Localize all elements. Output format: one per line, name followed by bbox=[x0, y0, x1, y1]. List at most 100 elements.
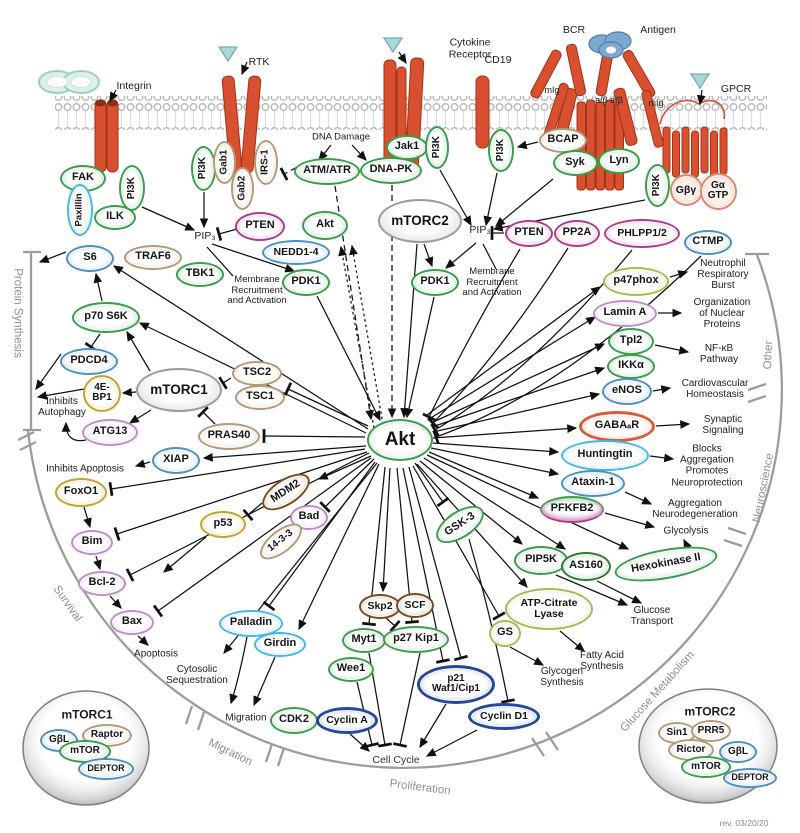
cytokine-receptor-label: Cytokine Receptor bbox=[448, 36, 492, 60]
mtorc1-mtor-label: mTOR bbox=[70, 744, 100, 756]
signal-arrow bbox=[419, 703, 447, 749]
paxillin-node: Paxillin bbox=[67, 184, 93, 236]
blocks-aggregation-label: Blocks Aggregation Promotes Neuroprotect… bbox=[671, 443, 743, 489]
arc-survival-label: Survival bbox=[50, 583, 85, 624]
g-beta-gamma-label: Gβγ bbox=[675, 183, 697, 196]
signal-arrow bbox=[211, 243, 296, 273]
skp2-label: Skp2 bbox=[367, 599, 393, 612]
cytokine-ligand-icon bbox=[382, 37, 404, 54]
inhibition-line bbox=[283, 382, 369, 427]
inhibition-line bbox=[385, 617, 401, 633]
mtorc2-rictor-label: Rictor bbox=[676, 743, 706, 755]
g-alpha-gtp-label: Gα GTP bbox=[707, 179, 729, 201]
mtorc2-node-node: mTORC2 bbox=[378, 199, 462, 243]
signal-arrow bbox=[655, 420, 691, 429]
scf-node: SCF bbox=[396, 592, 434, 618]
inhibition-line bbox=[422, 248, 521, 422]
fatty-acid-synthesis-label: Fatty Acid Synthesis bbox=[580, 649, 624, 672]
akt-membrane-node: Akt bbox=[302, 210, 348, 240]
signal-arrow bbox=[316, 295, 381, 422]
mtorc2-sin1-label: Sin1 bbox=[666, 726, 688, 738]
cd19-label: CD19 bbox=[484, 54, 512, 67]
palladin-label: Palladin bbox=[229, 616, 273, 629]
inhibition-line bbox=[262, 461, 376, 612]
mtorc2-mtor-label: mTOR bbox=[691, 760, 721, 772]
atp-citrate-lyase-label: ATP-Citrate Lyase bbox=[520, 597, 578, 620]
signal-arrow bbox=[419, 460, 523, 545]
pip3-right-label: PIP₃ bbox=[469, 224, 491, 237]
pdk1-right-label: PDK1 bbox=[420, 275, 450, 288]
signal-arrow bbox=[404, 296, 435, 419]
glycolysis-label: Glycolysis bbox=[663, 525, 709, 537]
antigen-label: Antigen bbox=[640, 24, 676, 37]
pfkfb2-label: PFKFB2 bbox=[550, 502, 594, 515]
signal-arrow bbox=[298, 463, 380, 631]
signal-arrow bbox=[317, 455, 372, 480]
lamin-a-label: Lamin A bbox=[603, 306, 647, 319]
bcap-label: BCAP bbox=[547, 133, 579, 146]
atm-atr-label: ATM/ATR bbox=[303, 164, 351, 177]
ctmp-label: CTMP bbox=[692, 235, 724, 248]
signal-arrow bbox=[61, 421, 87, 442]
pip3-left-label: PIP₃ bbox=[194, 230, 216, 243]
p21-node: p21 Waf1/Cip1 bbox=[417, 664, 495, 704]
signal-arrow bbox=[35, 353, 62, 391]
bax-label: Bax bbox=[121, 615, 143, 628]
signal-arrow bbox=[83, 506, 92, 529]
arc-proliferation-label: Proliferation bbox=[388, 777, 452, 798]
signal-arrow bbox=[109, 89, 119, 103]
inhibits-autophagy-label: Inhibits Autophagy bbox=[38, 395, 86, 418]
traf6-label: TRAF6 bbox=[135, 250, 171, 263]
inhibition-line bbox=[84, 333, 101, 353]
membrane-recruitment-right-label: Membrane Recruitment and Activation bbox=[462, 266, 522, 299]
enos-label: eNOS bbox=[612, 384, 642, 397]
myt1-label: Myt1 bbox=[351, 633, 377, 646]
integrin-cells-icon bbox=[38, 70, 100, 94]
cyclin-a-node: Cyclin A bbox=[316, 706, 378, 734]
syk-label: Syk bbox=[565, 156, 585, 169]
mtorc1-node-label: mTORC1 bbox=[150, 382, 208, 398]
xiap-label: XIAP bbox=[163, 453, 189, 466]
atg13-node: ATG13 bbox=[82, 418, 138, 446]
pten-left-node: PTEN bbox=[235, 211, 285, 241]
signal-arrow bbox=[431, 366, 606, 428]
pras40-node: PRAS40 bbox=[198, 422, 260, 450]
signal-arrow bbox=[109, 595, 122, 609]
gpcr-label: GPCR bbox=[720, 83, 752, 96]
p47phox-node: p47phox bbox=[603, 266, 669, 296]
ikka-label: IKKα bbox=[618, 359, 644, 372]
p53-label: p53 bbox=[213, 517, 233, 530]
pfkfb2-node: PFKFB2 bbox=[540, 495, 604, 523]
myt1-node: Myt1 bbox=[342, 627, 386, 653]
signal-arrow bbox=[93, 272, 103, 302]
gabaar-label: GABAₐR bbox=[594, 419, 640, 432]
huntingtin-label: Huntingtin bbox=[577, 448, 633, 461]
signal-arrow bbox=[202, 445, 367, 462]
cyclin-a-label: Cyclin A bbox=[326, 713, 368, 726]
pdcd4-node: PDCD4 bbox=[60, 347, 118, 375]
pi3k-gpcr-node: PI3K bbox=[644, 163, 670, 207]
signal-arrow bbox=[400, 243, 418, 419]
ataxin-1-node: Ataxin-1 bbox=[561, 469, 625, 497]
phlpp-label: PHLPP1/2 bbox=[617, 226, 667, 239]
arc-protein-synthesis-label: Protein Synthesis bbox=[11, 268, 24, 358]
signal-arrow bbox=[137, 635, 149, 646]
xiap-node: XIAP bbox=[152, 446, 200, 474]
integrin-label: Integrin bbox=[116, 80, 152, 93]
cdk2-label: CDK2 bbox=[279, 713, 309, 726]
signal-arrow bbox=[351, 144, 367, 161]
bad-label: Bad bbox=[298, 510, 320, 523]
traf6-node: TRAF6 bbox=[124, 244, 182, 270]
signal-arrow bbox=[669, 270, 689, 279]
wee1-node: Wee1 bbox=[328, 656, 374, 682]
signal-arrow bbox=[397, 51, 407, 65]
migration-target-label: Migration bbox=[225, 712, 267, 724]
inhibition-line bbox=[197, 406, 216, 425]
ataxin-1-label: Ataxin-1 bbox=[571, 476, 615, 489]
pip5k-label: PIP5K bbox=[525, 553, 557, 566]
signal-arrow bbox=[93, 555, 102, 571]
scf-label: SCF bbox=[404, 598, 426, 611]
nedd-node: NEDD1-4 bbox=[262, 239, 330, 265]
akt-central-node: Akt bbox=[367, 419, 433, 461]
gab2-node: Gab2 bbox=[230, 166, 254, 210]
